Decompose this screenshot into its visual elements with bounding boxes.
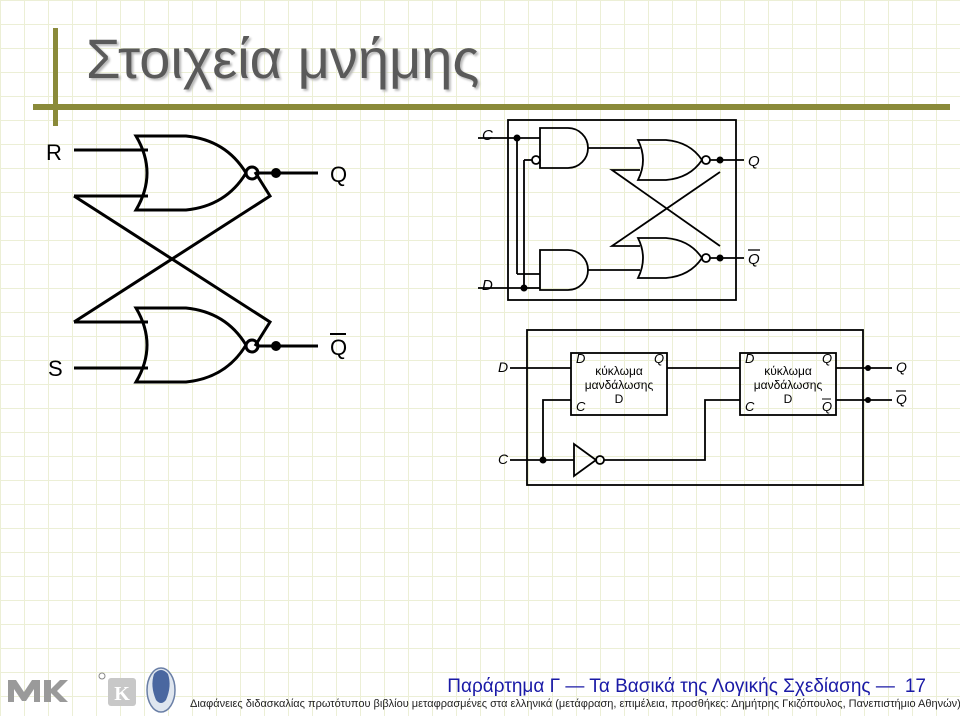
clock-inverter bbox=[573, 442, 598, 478]
ff-q-dot bbox=[865, 365, 871, 371]
title-accent-vertical-bar bbox=[53, 28, 58, 126]
upper-and-inverted-input-bubble bbox=[531, 155, 541, 165]
slave-text-line3: D bbox=[784, 392, 793, 406]
mk-logo bbox=[8, 680, 68, 702]
d-latch-diagram bbox=[478, 119, 744, 301]
ff-q-output-label: Q bbox=[896, 359, 907, 375]
title-accent-horizontal-bar bbox=[33, 104, 950, 110]
master-pin-d: D bbox=[576, 351, 585, 366]
d-latch-q-dot bbox=[716, 156, 724, 164]
publisher-logos: K bbox=[8, 667, 176, 713]
lower-and-gate bbox=[539, 249, 589, 291]
master-pin-c: C bbox=[576, 399, 586, 414]
feedback-wire-from-qbar bbox=[73, 194, 273, 347]
slave-latch-block bbox=[739, 352, 837, 416]
lower-nor-gate bbox=[636, 237, 704, 279]
c-to-master-wire bbox=[542, 399, 571, 460]
d-junction-dot bbox=[520, 284, 528, 292]
c-junction-dot bbox=[513, 134, 521, 142]
svg-text:K: K bbox=[114, 683, 130, 705]
upper-nor-gate bbox=[636, 139, 704, 181]
ff-d-input-label: D bbox=[498, 359, 508, 375]
d-latch-boundary bbox=[507, 119, 737, 301]
page-number: 17 bbox=[904, 676, 926, 697]
upper-and-gate bbox=[539, 127, 589, 169]
feedback-wire-b bbox=[609, 171, 721, 247]
d-latch-qbar-dot bbox=[716, 254, 724, 262]
sr-latch-diagram bbox=[73, 134, 318, 384]
slave-pin-qbar: Q bbox=[822, 399, 832, 414]
ff-qbar-output-label: Q bbox=[896, 391, 907, 407]
s-input-label: S bbox=[48, 356, 63, 381]
master-text-line3: D bbox=[615, 392, 624, 406]
slave-pin-d: D bbox=[745, 351, 754, 366]
qbar-junction-dot bbox=[271, 341, 281, 351]
top-nor-gate bbox=[133, 134, 248, 212]
footer-title: Παράρτημα Γ — Τα Βασικά της Λογικής Σχεδ… bbox=[447, 676, 926, 698]
q-junction-dot bbox=[271, 168, 281, 178]
slave-pin-c: C bbox=[745, 399, 755, 414]
slave-text-line1: κύκλωμα bbox=[764, 364, 812, 378]
d-latch-qbar-label: Q bbox=[748, 251, 760, 268]
ff-c-input-label: C bbox=[498, 451, 509, 467]
master-text-line2: μανδάλωσης bbox=[585, 378, 654, 392]
footer-credits: Διαφάνειες διδασκαλίας πρωτότυπου βιβλίο… bbox=[190, 698, 960, 710]
master-pin-q: Q bbox=[654, 351, 664, 366]
upper-nor-bubble bbox=[701, 155, 711, 165]
feedback-wire-a bbox=[609, 169, 721, 247]
iki-logo: K bbox=[98, 672, 136, 706]
university-seal-logo bbox=[146, 667, 176, 713]
d-latch-d-label: D bbox=[482, 277, 493, 294]
footer-chapter-title: Παράρτημα Γ — Τα Βασικά της Λογικής Σχεδ… bbox=[447, 676, 895, 697]
d-latch-q-label: Q bbox=[748, 153, 760, 170]
ff-qbar-dot bbox=[865, 397, 871, 403]
r-input-label: R bbox=[46, 140, 62, 165]
d-flipflop-boundary bbox=[526, 329, 864, 486]
d-flipflop-diagram bbox=[510, 329, 892, 486]
lower-nor-bubble bbox=[701, 253, 711, 263]
slave-text-line2: μανδάλωσης bbox=[754, 378, 823, 392]
ff-c-junction-dot bbox=[539, 456, 547, 464]
q-output-label: Q bbox=[330, 162, 347, 187]
qbar-output-label: Q bbox=[330, 335, 347, 360]
inverted-c-to-slave-wire bbox=[604, 399, 740, 461]
feedback-wire-from-q bbox=[73, 171, 273, 324]
bottom-nor-gate bbox=[133, 306, 248, 384]
d-latch-c-label: C bbox=[482, 127, 493, 144]
master-latch-block bbox=[570, 352, 668, 416]
slide-title: Στοιχεία μνήμης bbox=[86, 27, 480, 90]
master-text-line1: κύκλωμα bbox=[595, 364, 643, 378]
slave-pin-q: Q bbox=[822, 351, 832, 366]
